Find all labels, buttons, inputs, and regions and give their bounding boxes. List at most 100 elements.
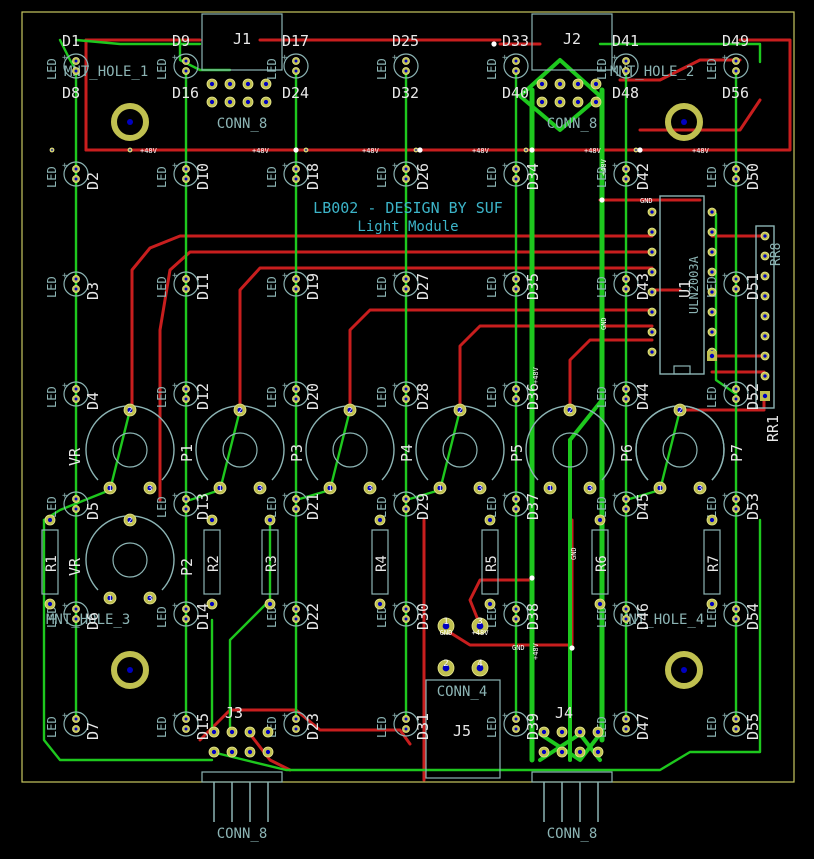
led-plus: + — [282, 271, 288, 281]
led-value-label: LED — [155, 606, 169, 628]
led-plus: + — [612, 161, 618, 171]
led-value-label: LED — [375, 716, 389, 738]
led-pad-k-drill — [294, 507, 298, 511]
led-ref-label: D10 — [194, 163, 212, 190]
led-plus: + — [502, 381, 508, 391]
led-pad-k-drill — [734, 397, 738, 401]
resistor-body — [481, 529, 499, 595]
led-ref-label: D23 — [304, 713, 322, 740]
led-pad-k-drill — [734, 507, 738, 511]
pin-number: 3 — [588, 484, 593, 493]
pot-ref-label: P7 — [728, 444, 746, 462]
led-value-label: LED — [265, 496, 279, 518]
led-value-label: LED — [45, 276, 59, 298]
led-pad-a-drill — [514, 167, 518, 171]
led-pad-k-drill — [184, 617, 188, 621]
led-pad-a-drill — [734, 59, 738, 63]
led-pad-a-drill — [74, 59, 78, 63]
pin-number: 1 — [438, 484, 443, 493]
power-bus-trace — [738, 38, 792, 152]
board-title: LB002 - DESIGN BY SUF — [313, 199, 503, 217]
led-pad-a-drill — [184, 59, 188, 63]
led-plus: + — [392, 381, 398, 391]
j5-pin-drill — [442, 664, 450, 672]
led-outline — [283, 53, 309, 79]
pin-number: 2 — [458, 406, 463, 415]
led-ref-label: D47 — [634, 713, 652, 740]
led-pad-a-drill — [294, 167, 298, 171]
led-value-label: LED — [485, 276, 499, 298]
rr-value: RR8 — [769, 243, 784, 266]
pot-pin-drill — [547, 485, 553, 491]
led-value-label: LED — [705, 716, 719, 738]
pot-pin-drill — [147, 595, 153, 601]
pot-ref-label: P4 — [398, 444, 416, 462]
led-pad-k-drill — [404, 617, 408, 621]
connector-pin-drill — [557, 81, 563, 87]
led-pad-a-drill — [624, 607, 628, 611]
led-pad-k-drill — [184, 507, 188, 511]
pin-number: 2 — [678, 406, 683, 415]
pot-knob — [222, 432, 258, 468]
pot-knob — [332, 432, 368, 468]
led-pad-k-drill — [514, 727, 518, 731]
led-ref-label: D19 — [304, 273, 322, 300]
led-pad-k-drill — [514, 69, 518, 73]
led-pad-a-drill — [294, 717, 298, 721]
led-value-label: LED — [155, 58, 169, 80]
led-pad-k-drill — [294, 727, 298, 731]
led-pad-k-drill — [184, 69, 188, 73]
mount-hole-drill — [681, 667, 687, 673]
pot-knob — [442, 432, 478, 468]
led-plus: + — [502, 711, 508, 721]
mount-hole — [665, 103, 703, 141]
pin-net: GND — [440, 629, 453, 637]
led-outline — [503, 601, 529, 627]
pin-number: 3 — [478, 484, 483, 493]
connector-body — [531, 771, 613, 783]
led-outline — [63, 271, 89, 297]
led-ref-label: D29 — [414, 493, 432, 520]
led-value-label: LED — [265, 276, 279, 298]
led-pad-k-drill — [404, 177, 408, 181]
led-ref-label: D36 — [524, 383, 542, 410]
led-pad-a-drill — [514, 387, 518, 391]
led-ref-label: D41 — [612, 32, 639, 50]
led-plus: + — [502, 161, 508, 171]
connector-pin-drill — [247, 749, 253, 755]
led-pad-a-drill — [624, 497, 628, 501]
led-outline — [723, 711, 749, 737]
led-outline — [63, 161, 89, 187]
rr-pin-drill — [763, 334, 767, 338]
led-plus: + — [172, 271, 178, 281]
led-value-label: LED — [45, 166, 59, 188]
pin-net: +48V — [472, 629, 490, 637]
bottom-route-trace — [598, 42, 762, 64]
mount-hole-label: MNT_HOLE_1 — [64, 64, 148, 80]
connector-body — [531, 13, 613, 71]
connector-value: CONN_8 — [217, 116, 268, 132]
led-outline — [723, 53, 749, 79]
led-pad-k-drill — [294, 69, 298, 73]
pin-number: 2 — [128, 406, 133, 415]
led-plus: + — [62, 601, 68, 611]
led-ref-label: D30 — [414, 603, 432, 630]
led-outline — [503, 491, 529, 517]
ic-pin-drill — [650, 310, 654, 314]
control-trace — [158, 250, 654, 502]
led-value-label: LED — [155, 166, 169, 188]
bus-via-drill — [415, 149, 417, 151]
ic-pin-drill — [650, 210, 654, 214]
led-pad-k-drill — [624, 507, 628, 511]
led-outline — [613, 161, 639, 187]
ic-notch — [673, 365, 691, 375]
led-outline — [503, 161, 529, 187]
led-outline — [283, 271, 309, 297]
led-outline — [503, 381, 529, 407]
led-outline — [503, 53, 529, 79]
led-outline — [723, 491, 749, 517]
led-value-label: LED — [375, 58, 389, 80]
connector-ref: J1 — [233, 30, 251, 48]
led-ref-label: D40 — [502, 84, 529, 102]
connector-pin-drill — [263, 81, 269, 87]
